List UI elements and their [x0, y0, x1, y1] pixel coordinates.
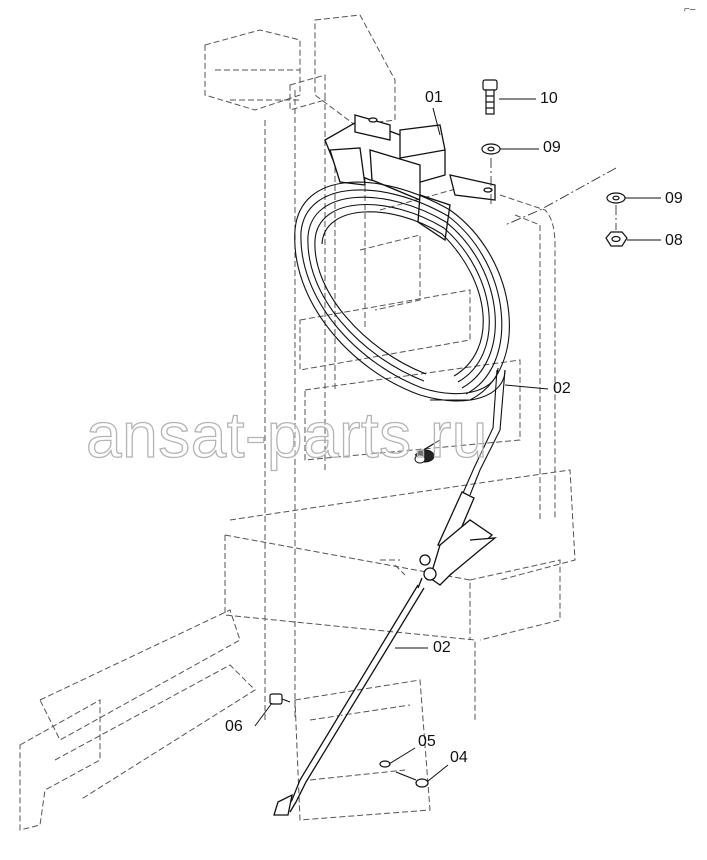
center-lines — [490, 158, 617, 230]
callout-09-right: 09 — [665, 190, 683, 207]
callout-04: 04 — [450, 749, 468, 766]
callout-05: 05 — [418, 733, 436, 750]
small-parts — [269, 79, 628, 788]
callout-01: 01 — [425, 89, 443, 106]
leader-lines — [254, 98, 661, 782]
callout-02-lance: 02 — [433, 639, 451, 656]
callout-06: 06 — [225, 718, 243, 735]
frame-outline — [19, 14, 576, 831]
watermark-text: ansat-parts.ru — [85, 398, 488, 471]
callout-02-hose: 02 — [553, 380, 571, 397]
callout-09-upper: 09 — [543, 139, 561, 156]
hose-coil — [294, 181, 510, 496]
callout-10: 10 — [540, 90, 558, 107]
corner-mark: ⌐– — [684, 4, 696, 15]
hose-bracket — [324, 114, 496, 242]
hose-end-fitting — [414, 449, 435, 464]
callout-08: 08 — [665, 232, 683, 249]
spray-lance — [273, 491, 498, 816]
